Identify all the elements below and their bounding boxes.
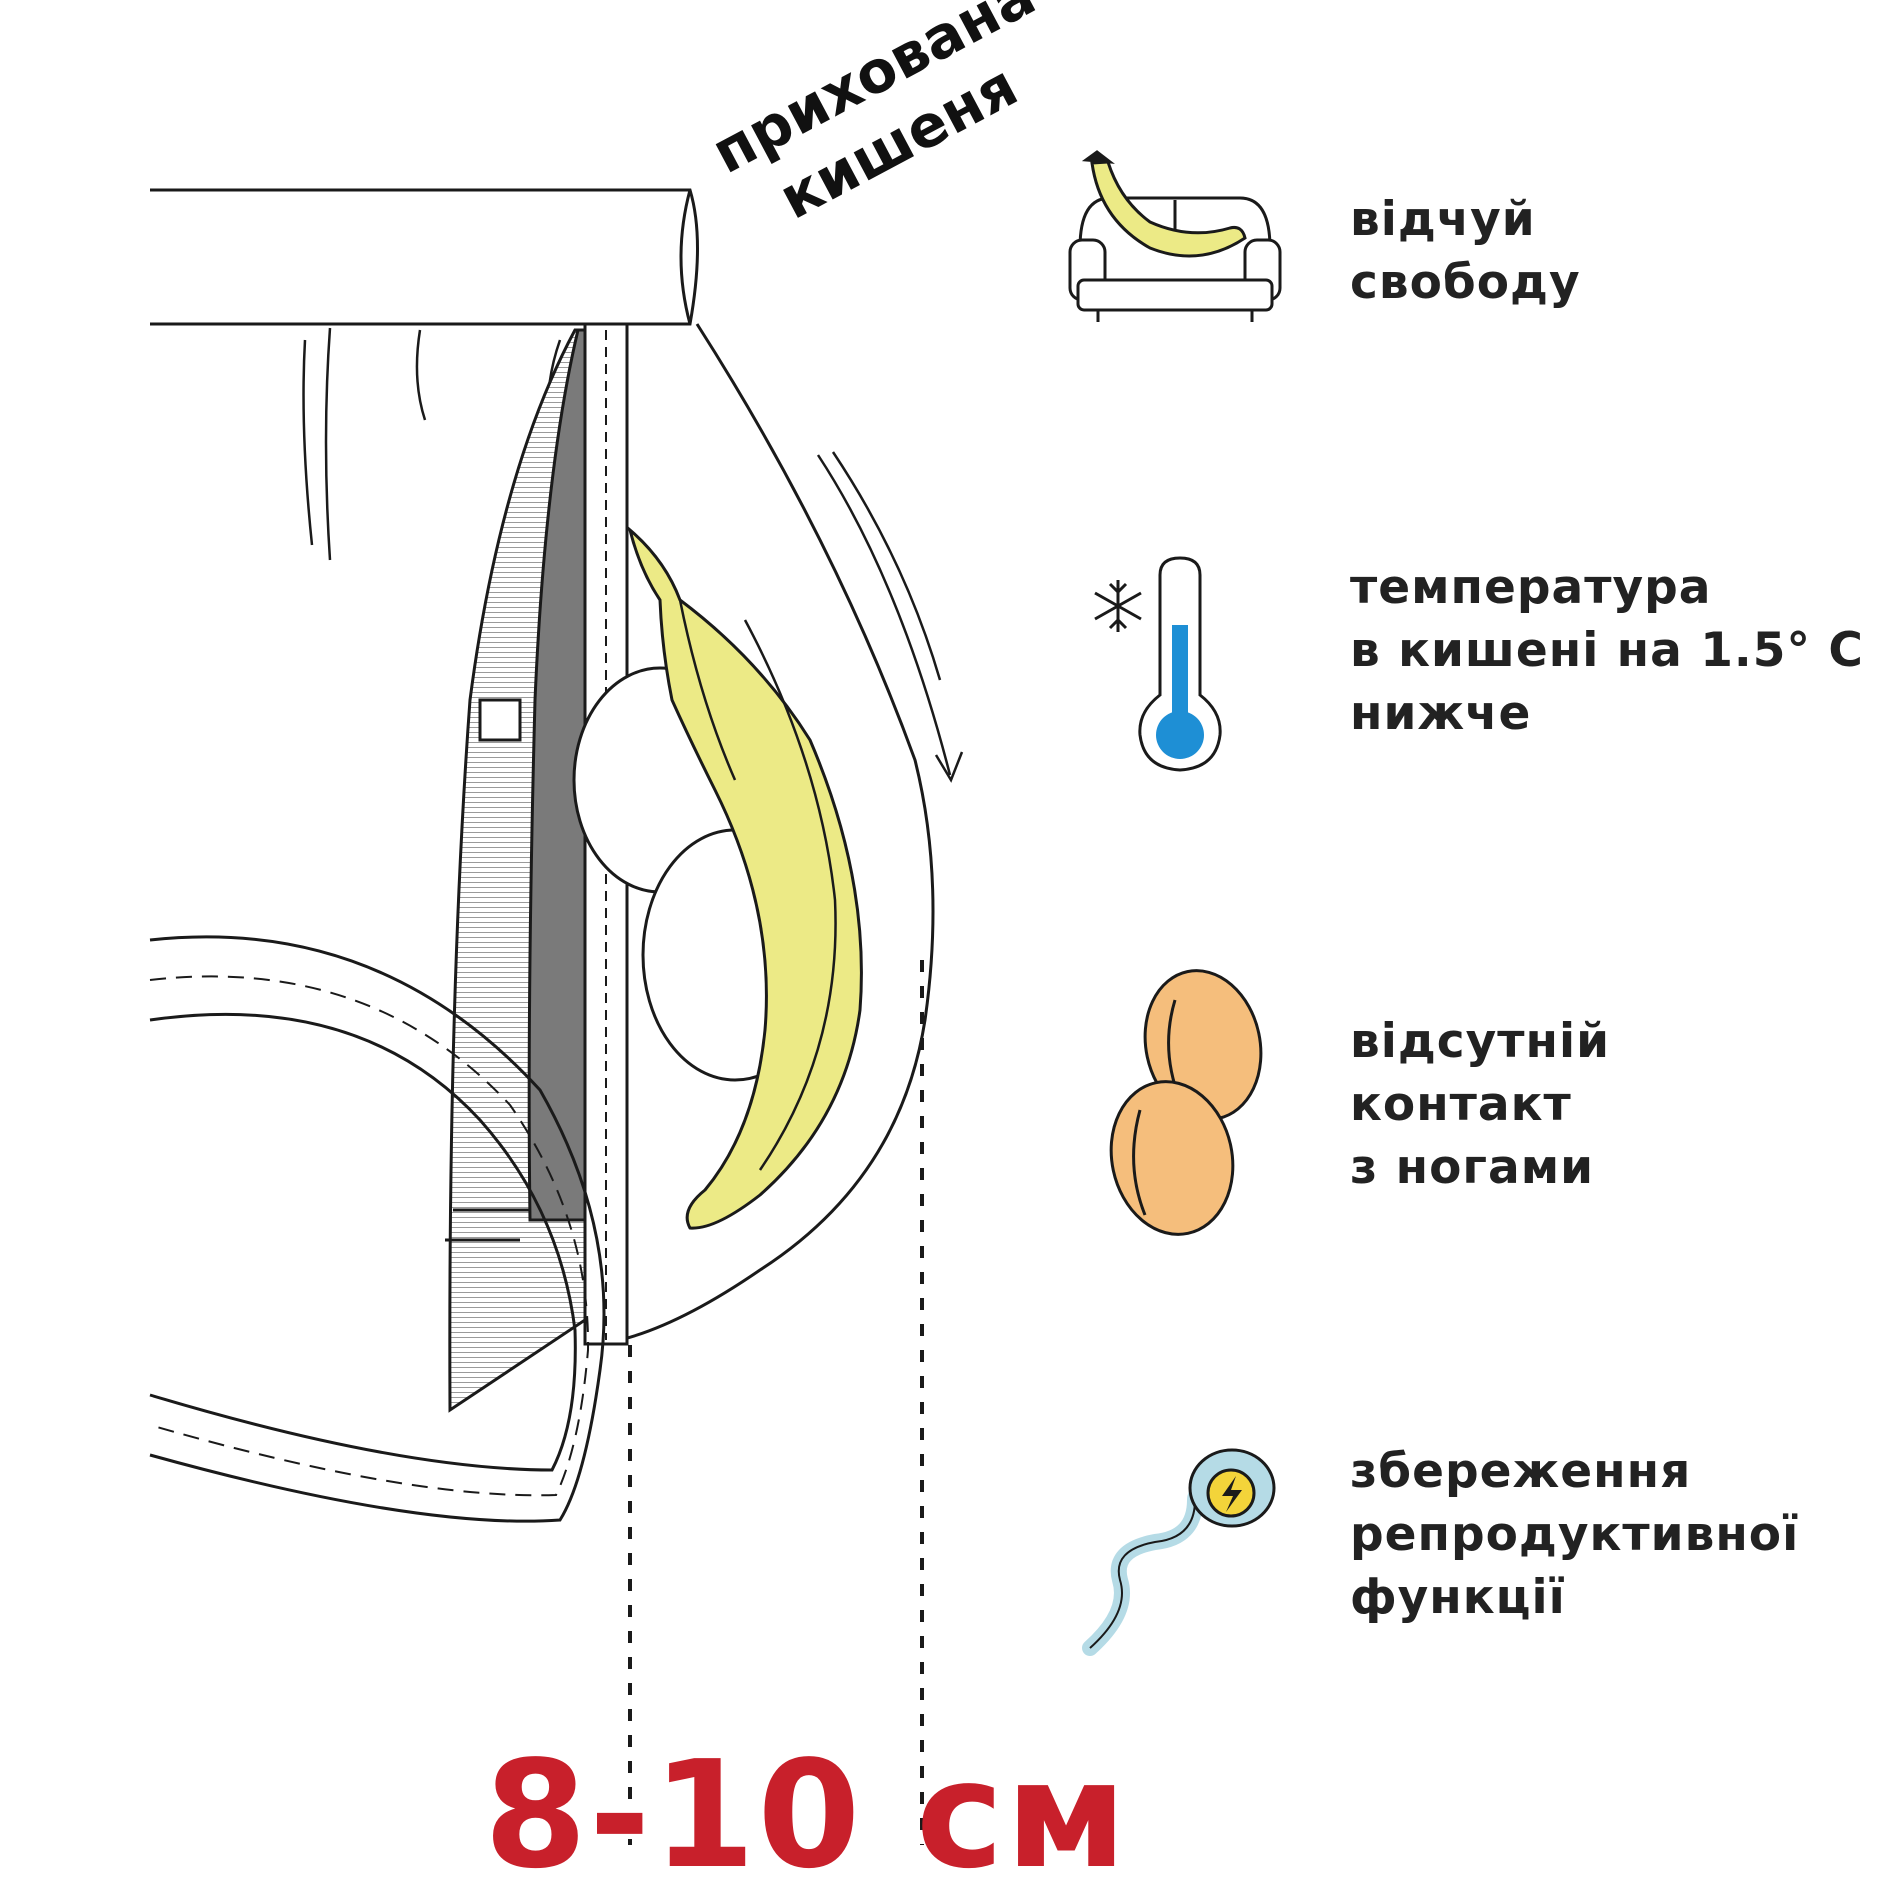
- feature-reproductive-text: збереження репродуктивної функції: [1350, 1440, 1799, 1629]
- feature-line: нижче: [1350, 686, 1532, 741]
- feature-line: репродуктивної: [1350, 1507, 1800, 1562]
- snowflake-icon: [1094, 580, 1142, 632]
- feature-line: в кишені на 1.5° C: [1350, 623, 1864, 678]
- motion-arrow-icon: [816, 451, 964, 783]
- feature-line: відчуй: [1350, 192, 1536, 247]
- feature-line: функції: [1350, 1570, 1566, 1625]
- leg-band: [149, 935, 606, 1523]
- feature-line: з ногами: [1350, 1140, 1595, 1195]
- banana-illustration: [627, 525, 863, 1230]
- sperm-lightning-icon: [1082, 1448, 1276, 1656]
- feature-line: температура: [1350, 560, 1712, 615]
- feature-line: контакт: [1350, 1077, 1572, 1132]
- eggs-icon: [1109, 969, 1263, 1236]
- thermometer-snowflake-icon: [1094, 556, 1222, 772]
- feature-line: свободу: [1350, 255, 1581, 310]
- side-panel: [445, 328, 587, 1413]
- waistband: [150, 188, 699, 326]
- feature-freedom-text: відчуй свободу: [1350, 188, 1581, 314]
- feature-temperature-text: температура в кишені на 1.5° C нижче: [1350, 556, 1864, 745]
- feature-no-contact-text: відсутній контакт з ногами: [1350, 1010, 1610, 1199]
- measurement-guides: [628, 960, 924, 1845]
- feature-line: відсутній: [1350, 1014, 1611, 1069]
- feature-line: збереження: [1350, 1444, 1692, 1499]
- banana-on-sofa-icon: [1068, 150, 1282, 322]
- pocket-size-label: 8-10 см: [484, 1729, 1129, 1901]
